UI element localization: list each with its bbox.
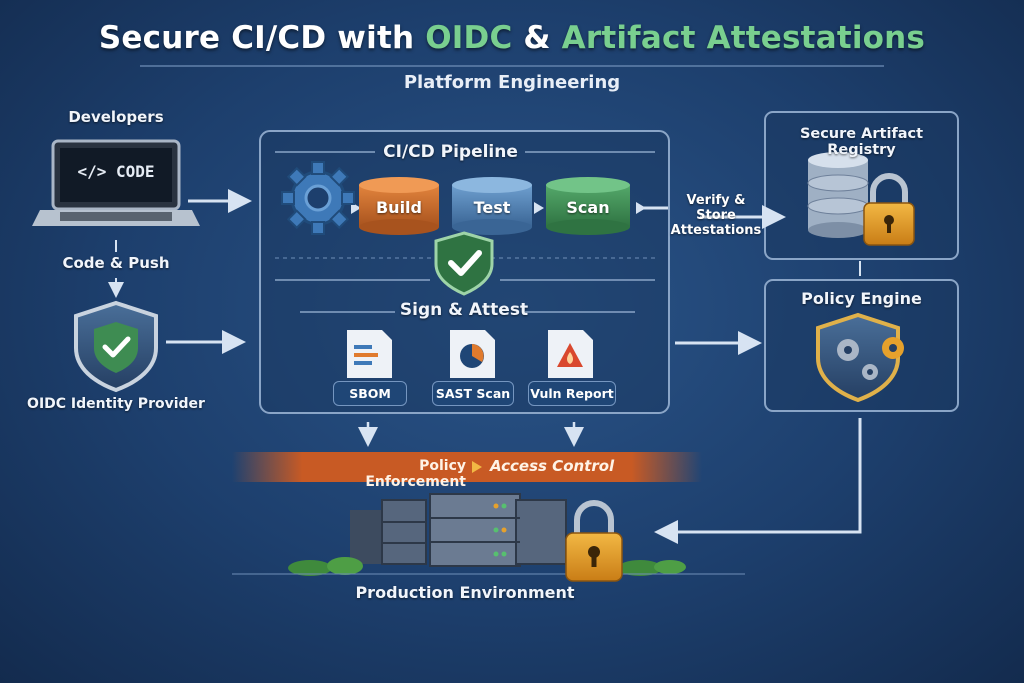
- page-subtitle: Platform Engineering: [403, 72, 621, 93]
- policy-enforcement-label: Policy Enforcement: [365, 458, 466, 490]
- laptop-screen-text: </> CODE: [77, 162, 155, 181]
- database-icon: [807, 152, 869, 238]
- test-stage-cylinder: [452, 177, 532, 235]
- laptop-icon: [32, 139, 200, 226]
- page-title: Secure CI/CD with OIDC & Artifact Attest…: [0, 20, 1024, 56]
- pipeline-title: CI/CD Pipeline: [383, 142, 518, 162]
- developers-label: Developers: [68, 108, 164, 126]
- oidc-provider-label: OIDC Identity Provider: [27, 396, 205, 412]
- policy-gear-icon: [882, 337, 904, 359]
- sast-scan-doc-icon: [450, 330, 495, 378]
- artifact-sbom: SBOM: [333, 381, 407, 406]
- artifact-vuln-report: Vuln Report: [528, 381, 616, 406]
- sbom-doc-icon: [347, 330, 392, 378]
- registry-lock-icon: [863, 173, 915, 246]
- policy-shield-icon: [816, 312, 900, 403]
- arrow-policy-production: [654, 418, 862, 544]
- greenery-decoration: [288, 557, 686, 576]
- attest-shield-icon: [434, 231, 494, 296]
- verify-line-2: Store: [696, 208, 736, 223]
- title-highlight-oidc: OIDC: [425, 20, 513, 56]
- stage-build-label: Build: [375, 198, 422, 217]
- access-control-label: Access Control: [490, 457, 615, 475]
- enforcement-bar: [232, 452, 702, 482]
- verify-line-1: Verify &: [686, 193, 746, 208]
- sign-attest-label: Sign & Attest: [399, 300, 529, 320]
- title-highlight-attestations: Artifact Attestations: [561, 20, 926, 56]
- verify-store-label: Verify & Store Attestations: [666, 193, 766, 238]
- code-push-label: Code & Push: [62, 254, 170, 272]
- title-part-1: Secure CI/CD with: [98, 20, 426, 56]
- stage-test-label: Test: [473, 198, 511, 217]
- title-ampersand: &: [512, 20, 562, 56]
- stage-scan-label: Scan: [566, 198, 610, 217]
- vuln-report-doc-icon: [548, 330, 593, 378]
- pipeline-gear-icon: [281, 161, 355, 235]
- build-stage-cylinder: [359, 177, 439, 235]
- verify-line-3: Attestations: [670, 223, 762, 238]
- registry-label: Secure Artifact Registry: [799, 126, 924, 158]
- server-rack-icon: [350, 493, 567, 567]
- production-lock-icon: [565, 500, 623, 582]
- artifact-sast-scan: SAST Scan: [432, 381, 514, 406]
- policy-engine-label: Policy Engine: [801, 289, 922, 308]
- oidc-shield-icon: [74, 300, 158, 393]
- scan-stage-cylinder: [546, 177, 630, 235]
- production-label: Production Environment: [355, 583, 575, 602]
